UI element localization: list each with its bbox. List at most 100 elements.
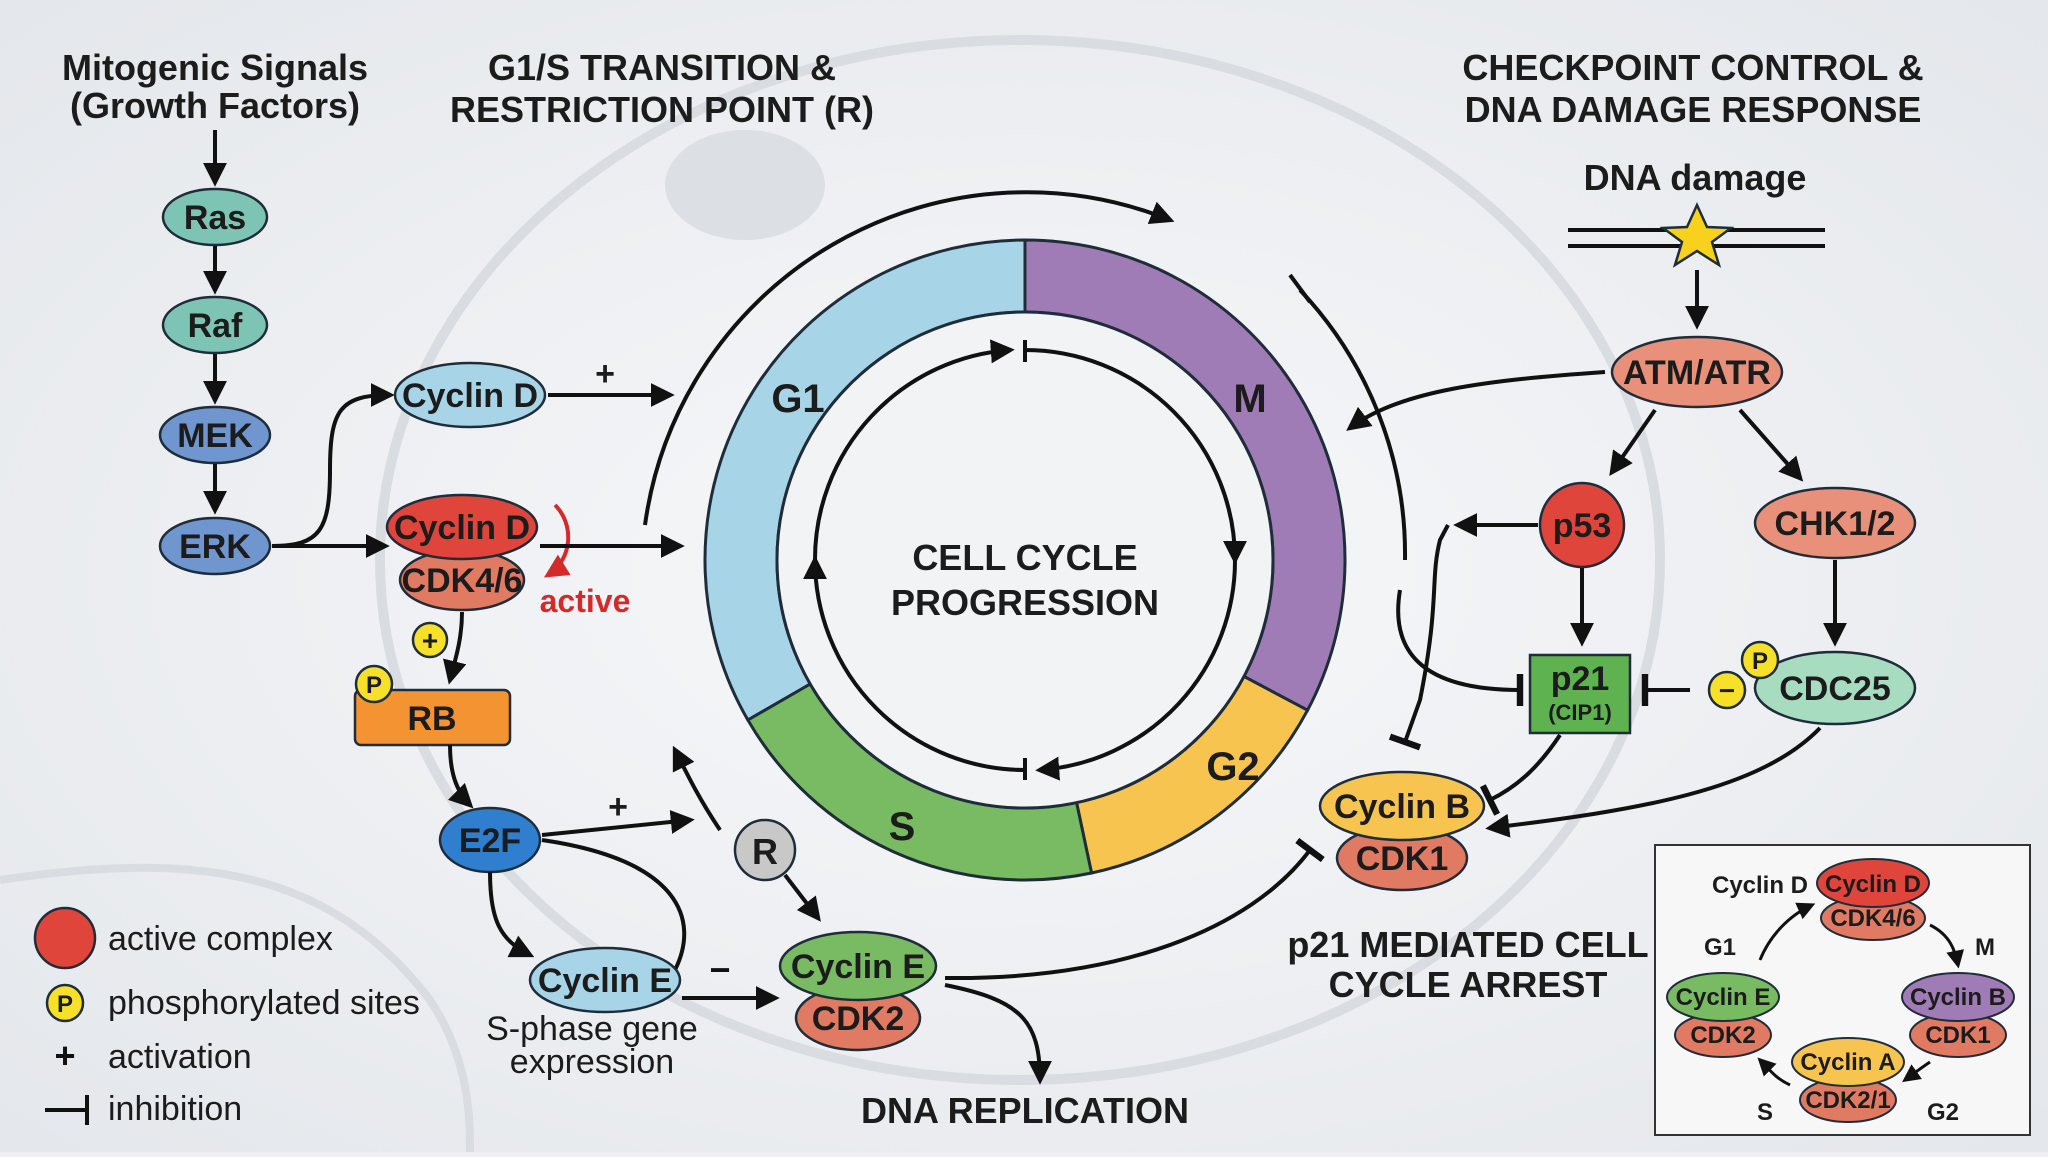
inhibit-p53-cyclin-b: [1388, 524, 1450, 751]
active-curved-arrow: [543, 503, 571, 578]
legend: active complex P phosphorylated sites + …: [33, 906, 420, 1128]
inset-arrow-b-to-a: [1902, 1060, 1931, 1083]
cyclin-e-node: [528, 946, 682, 1014]
restriction-point-label: R: [752, 831, 778, 872]
mitogenic-title-line2: (Growth Factors): [70, 85, 360, 126]
cdk1-label: CDK1: [1356, 840, 1449, 878]
inset-cyclin-a-label: Cyclin A: [1800, 1049, 1895, 1076]
arrow-e2f-r: [541, 809, 695, 837]
dna-damage-block: DNA damage: [1568, 157, 1825, 330]
g1s-title-line2: RESTRICTION POINT (R): [450, 89, 874, 130]
legend-active-complex-label: active complex: [108, 920, 333, 958]
legend-phospho-letter: P: [57, 991, 73, 1018]
s-phase-label-line2: expression: [510, 1043, 674, 1081]
restriction-point-icon: [733, 818, 797, 882]
cyclin-e-label: Cyclin E: [538, 962, 672, 1000]
p21-cip1-label: (CIP1): [1548, 700, 1612, 725]
inner-arrow-top-left: [812, 339, 1015, 561]
cyclin-b-node: [1318, 770, 1486, 842]
inset-cdk46-label: CDK4/6: [1830, 905, 1915, 932]
cdk46-label: CDK4/6: [402, 562, 523, 600]
p53-label: p53: [1553, 507, 1612, 545]
cdk2-label: CDK2: [812, 1000, 905, 1038]
outer-arc-right: [1298, 288, 1408, 561]
cyclin-b-cdk1-complex: CDK1 Cyclin B: [1318, 770, 1486, 892]
legend-active-complex-icon: [33, 906, 97, 970]
inner-arrow-bottom-left: [803, 555, 1026, 772]
legend-activation-label: activation: [108, 1038, 252, 1076]
rb-label: RB: [407, 700, 456, 738]
p53-node: [1538, 481, 1626, 569]
damage-star-icon: [1659, 201, 1735, 268]
atm-atr-node: [1610, 335, 1784, 409]
erk-node: [158, 516, 272, 576]
arrow-atm-chk: [1738, 408, 1804, 482]
p21-label: p21: [1551, 660, 1610, 698]
neighbor-cell-outline: [0, 863, 474, 1153]
arrow-r-upward: [672, 745, 722, 832]
cyclin-d-active-label: Cyclin D: [394, 509, 530, 547]
inset-s-label: S: [1757, 1099, 1773, 1126]
inhibit-to-p21: [1396, 589, 1524, 707]
chk12-label: CHK1/2: [1775, 505, 1896, 543]
raf-label: Raf: [188, 307, 243, 345]
inset-m-label: M: [1975, 934, 1995, 961]
arrow-atm-p53: [1609, 408, 1657, 476]
cyclin-d-label: Cyclin D: [402, 377, 538, 415]
chk12-node: [1753, 486, 1917, 560]
inset-cdk1-label: CDK1: [1925, 1022, 1990, 1049]
cyclin-d-node: [393, 361, 547, 429]
cyclin-d-plus-sign: +: [595, 355, 615, 393]
atm-atr-label: ATM/ATR: [1623, 354, 1771, 392]
arrow-complex-replication: [944, 983, 1052, 1085]
arrow-r-cyclin-e-complex: [783, 873, 821, 922]
dna-damage-label: DNA damage: [1584, 157, 1807, 198]
inset-cyclin-a-node: [1791, 1037, 1905, 1087]
cyclin-e-active-node: [778, 930, 938, 1002]
arrow-atm-cycle: [1346, 370, 1606, 431]
cdc25-phospho-icon: [1740, 640, 1780, 680]
inset-cyclin-e-label: Cyclin E: [1676, 984, 1771, 1011]
center-title-line1: CELL CYCLE: [912, 537, 1137, 578]
plus-badge-icon: [411, 621, 449, 659]
mek-node: [158, 405, 272, 465]
cell-outline: [375, 35, 1665, 1085]
ras-label: Ras: [184, 199, 246, 237]
cyclin-b-label: Cyclin B: [1334, 788, 1470, 826]
raf-node: [161, 295, 269, 355]
cyclin-d-cdk46-complex: CDK4/6 Cyclin D active: [385, 493, 630, 619]
erk-label: ERK: [179, 528, 251, 566]
cell-cycle-ring: G1 M G2 S CELL CYCLE PROGRESSION: [643, 190, 1408, 882]
cdc25-label: CDC25: [1779, 670, 1890, 708]
inhibit-p21-cyclin-b: [1479, 733, 1562, 816]
rb-node: [353, 688, 512, 747]
inset-cdk21-label: CDK2/1: [1805, 1087, 1890, 1114]
ras-node: [161, 187, 269, 247]
rb-phospho-label: P: [366, 672, 382, 699]
arrest-title-line2: CYCLE ARREST: [1329, 964, 1608, 1005]
inset-g1-label: G1: [1704, 934, 1736, 961]
inset-cyclin-d-outside-label: Cyclin D: [1712, 872, 1808, 899]
inset-arrow-a-to-e: [1757, 1057, 1791, 1087]
cyclin-d-active-node: [385, 493, 539, 561]
cdc25-minus-label: −: [1719, 675, 1735, 706]
inset-cyclin-e-node: [1666, 972, 1780, 1022]
checkpoint-title-line2: DNA DAMAGE RESPONSE: [1465, 89, 1922, 130]
s-phase-label-line1: S-phase gene: [486, 1010, 698, 1048]
inset-cyclin-b-node: [1901, 972, 2015, 1022]
arrow-complex-rb: [443, 611, 467, 685]
inner-arrow-top-right: [1024, 348, 1247, 565]
arrow-cdc25-cyclin-b: [1485, 726, 1822, 838]
inset-cdk2-label: CDK2: [1690, 1022, 1755, 1049]
rb-phospho-icon: [354, 664, 394, 704]
legend-inhibition-label: inhibition: [108, 1090, 242, 1128]
cdc25-node: [1753, 650, 1917, 726]
cyclin-e-cdk2-complex: CDK2 Cyclin E: [778, 930, 938, 1052]
legend-phospho-icon: [45, 983, 85, 1023]
arrest-title-line1: p21 MEDIATED CELL: [1287, 924, 1648, 965]
legend-phosphorylated-label: phosphorylated sites: [108, 984, 420, 1022]
cdc25-minus-badge-icon: [1707, 670, 1747, 710]
g1s-title-line1: G1/S TRANSITION &: [488, 47, 836, 88]
